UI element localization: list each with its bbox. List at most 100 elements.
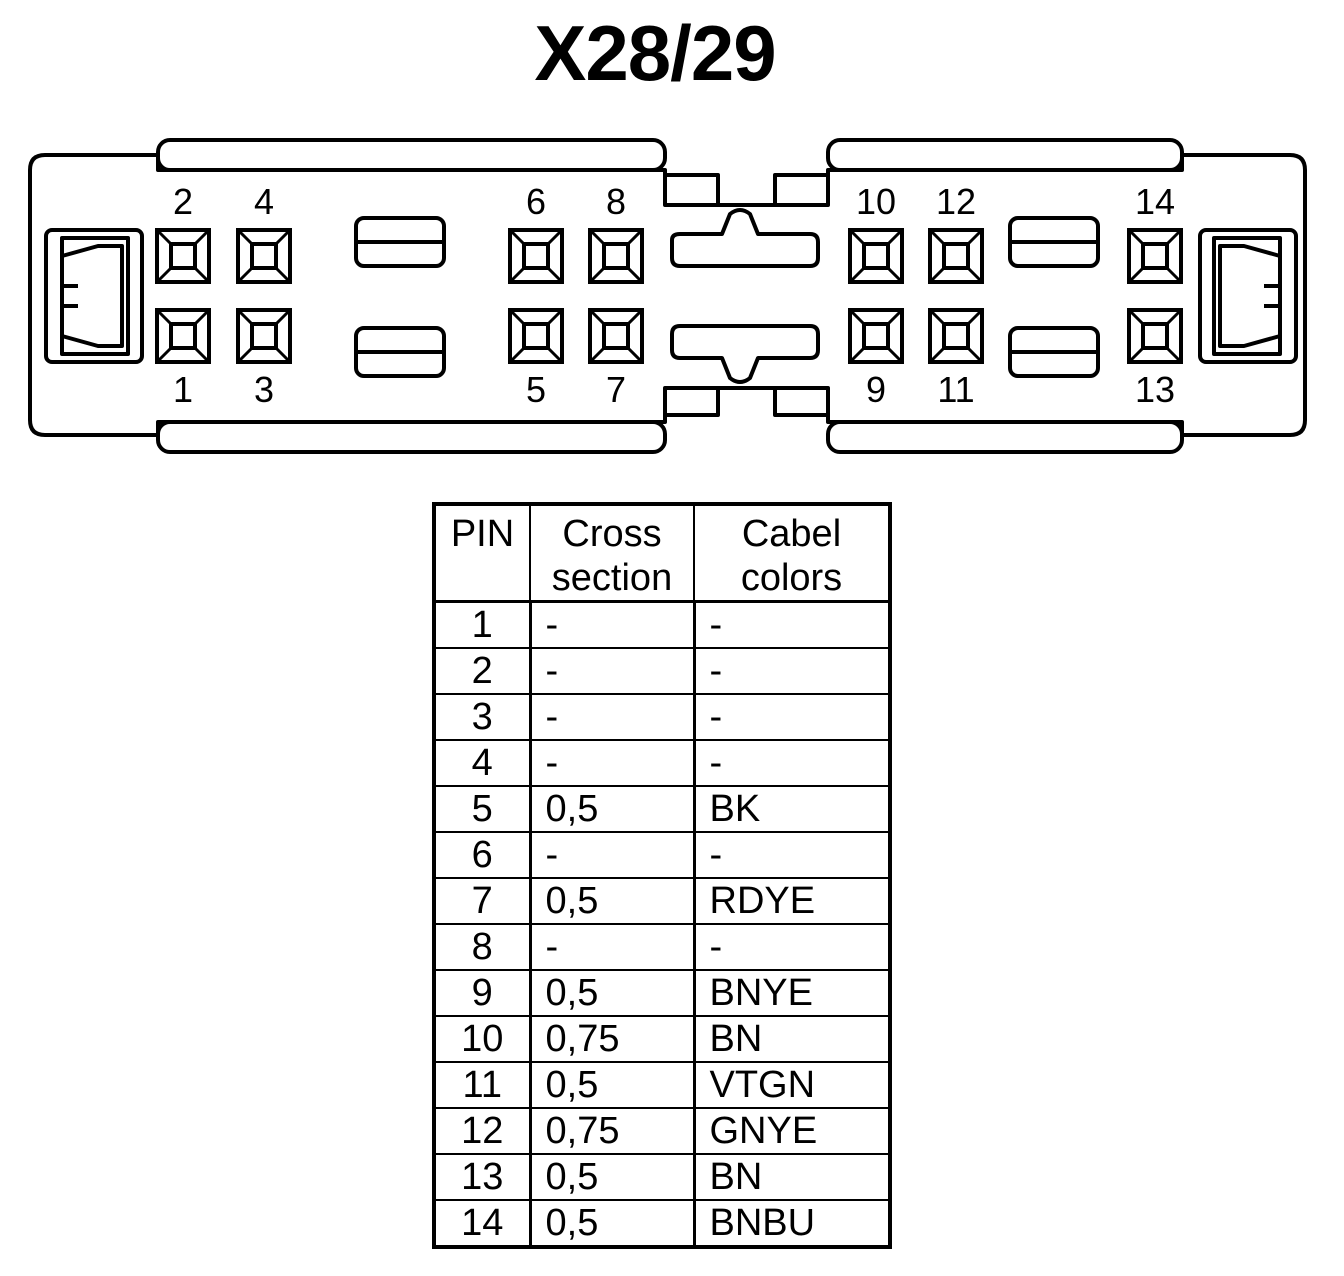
center-key-top <box>670 208 820 268</box>
cable-color-cell: - <box>692 739 891 787</box>
pin-cavity-5 <box>508 308 564 364</box>
cable-color-cell: BNBU <box>692 1199 891 1248</box>
cross-section-cell: 0,5 <box>528 969 695 1017</box>
header-cable-colors: Cabel colors <box>693 503 891 603</box>
pin-label-9: 9 <box>866 369 886 410</box>
header-color-line2: colors <box>740 557 843 599</box>
connector-title: X28/29 <box>534 9 776 97</box>
pin-cell: 3 <box>432 693 531 741</box>
pin-cavity-11 <box>928 308 984 364</box>
header-pin-label: PIN <box>450 513 515 555</box>
right-latch <box>1198 228 1298 364</box>
cross-section-cell: 0,5 <box>528 1199 695 1248</box>
table-row: 1-- <box>432 600 891 649</box>
header-cross-line1: Cross <box>562 513 662 555</box>
pin-label-6: 6 <box>526 181 546 222</box>
pin-label-5: 5 <box>526 369 546 410</box>
top-rail-left <box>156 138 667 172</box>
pin-label-11: 11 <box>937 369 974 410</box>
pin-cell: 7 <box>432 877 531 925</box>
pin-cavity-9 <box>848 308 904 364</box>
center-key-bottom <box>670 324 820 384</box>
pin-label-14: 14 <box>1135 181 1175 222</box>
header-pin: PIN <box>433 503 531 603</box>
pin-label-12: 12 <box>936 181 976 222</box>
pin-cell: 1 <box>432 600 531 649</box>
cable-color-cell: - <box>692 647 891 695</box>
pin-cavity-8 <box>588 228 644 284</box>
cross-section-cell: 0,5 <box>528 877 695 925</box>
cross-section-cell: - <box>528 647 695 695</box>
table-row: 8-- <box>432 923 891 971</box>
pin-label-3: 3 <box>254 369 274 410</box>
cable-color-cell: RDYE <box>692 877 891 925</box>
table-header-row: PIN Cross section Cabel colors <box>433 503 891 603</box>
connector-housing <box>28 153 1307 437</box>
pin-cavity-1 <box>155 308 211 364</box>
pin-cavity-13 <box>1127 308 1183 364</box>
cable-color-cell: - <box>692 831 891 879</box>
cross-section-cell: - <box>528 923 695 971</box>
pin-label-4: 4 <box>254 181 274 222</box>
pin-cell: 6 <box>432 831 531 879</box>
table-row: 3-- <box>432 693 891 741</box>
pin-cell: 2 <box>432 647 531 695</box>
header-color-line1: Cabel <box>741 513 842 555</box>
pin-cell: 4 <box>432 739 531 787</box>
pin-cell: 10 <box>432 1015 531 1063</box>
cable-color-cell: - <box>692 600 891 649</box>
pin-label-10: 10 <box>856 181 896 222</box>
key-slot <box>354 216 446 268</box>
key-slot <box>1008 216 1100 268</box>
cable-color-cell: - <box>692 923 891 971</box>
cable-color-cell: BN <box>692 1015 891 1063</box>
pin-label-2: 2 <box>173 181 193 222</box>
cross-section-cell: 0,75 <box>528 1107 695 1155</box>
cable-color-cell: GNYE <box>692 1107 891 1155</box>
cable-color-cell: BK <box>692 785 891 833</box>
cable-color-cell: BNYE <box>692 969 891 1017</box>
pin-cavity-3 <box>236 308 292 364</box>
cross-section-cell: 0,5 <box>528 1061 695 1109</box>
pin-cavity-2 <box>155 228 211 284</box>
pin-cell: 13 <box>432 1153 531 1201</box>
table-row: 6-- <box>432 831 891 879</box>
pin-cell: 12 <box>432 1107 531 1155</box>
cross-section-cell: - <box>528 693 695 741</box>
cross-section-cell: - <box>528 831 695 879</box>
cross-section-cell: 0,5 <box>528 785 695 833</box>
pin-cell: 8 <box>432 923 531 971</box>
pin-label-7: 7 <box>606 369 626 410</box>
pin-cell: 11 <box>432 1061 531 1109</box>
pin-label-13: 13 <box>1135 369 1175 410</box>
header-cross-line2: section <box>551 557 673 599</box>
bottom-rail-left <box>156 420 667 454</box>
pin-cavity-7 <box>588 308 644 364</box>
pin-cavity-10 <box>848 228 904 284</box>
cable-color-cell: VTGN <box>692 1061 891 1109</box>
pin-label-8: 8 <box>606 181 626 222</box>
pin-cavity-4 <box>236 228 292 284</box>
header-cross-section: Cross section <box>529 503 695 603</box>
center-notch-bottom <box>663 388 830 417</box>
pin-cell: 9 <box>432 969 531 1017</box>
table-row: 4-- <box>432 739 891 787</box>
pin-label-1: 1 <box>173 369 193 410</box>
pin-cavity-6 <box>508 228 564 284</box>
key-slot <box>354 326 446 378</box>
bottom-rail-right <box>826 420 1184 454</box>
cross-section-cell: - <box>528 600 695 649</box>
cross-section-cell: - <box>528 739 695 787</box>
pin-table: PIN Cross section Cabel colors 1--2--3--… <box>432 502 892 1249</box>
key-slot <box>1008 326 1100 378</box>
pin-cavity-14 <box>1127 228 1183 284</box>
cross-section-cell: 0,5 <box>528 1153 695 1201</box>
